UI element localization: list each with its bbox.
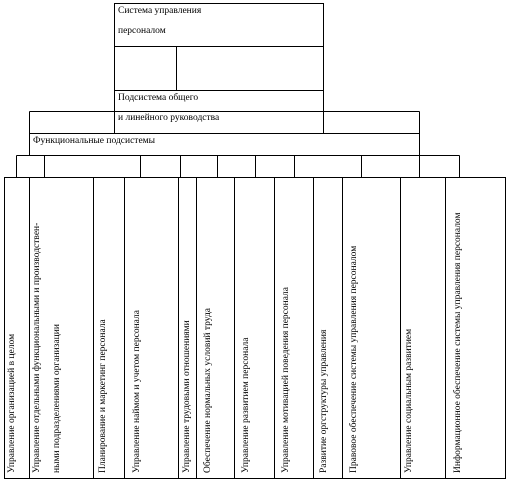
column-label-1: Управление организацией в целом <box>6 334 17 473</box>
column-label-10: Правовое обеспечение системы управления … <box>348 246 359 473</box>
column-labels: Управление организацией в целом Управлени… <box>6 212 463 473</box>
column-label-6: Обеспечение нормальных условий труда <box>202 307 213 473</box>
connector-ticks <box>16 155 460 178</box>
top-box-title-line1: Система управления <box>118 6 202 16</box>
table-column-dividers <box>29 177 446 479</box>
column-label-11: Управление социальным развитием <box>404 329 414 473</box>
column-label-2-line1: Управление отдельными функциональными и … <box>31 223 42 473</box>
column-label-2-line2: ными подразделениями организации <box>52 324 62 473</box>
subsystems-table <box>4 177 506 479</box>
functional-bar-label: Функциональные подсистемы <box>33 136 156 146</box>
column-label-5: Управление трудовыми отношениями <box>182 320 192 473</box>
column-label-3: Планирование и маркетинг персонала <box>98 318 108 473</box>
column-label-4: Управление наймом и учетом персонала <box>131 309 142 473</box>
column-label-7: Управление развитием персонала <box>241 337 251 473</box>
column-label-9: Развитие оргструктуры управления <box>319 329 329 473</box>
middle-box-title-line1: Подсистема общего <box>118 93 199 103</box>
top-box-title-line2: персоналом <box>118 26 166 36</box>
column-label-12: Информационное обеспечение системы управ… <box>452 212 463 473</box>
column-label-8: Управление мотивацией поведения персонал… <box>280 286 291 473</box>
middle-box-title-line2: и линейного руководства <box>118 113 220 123</box>
